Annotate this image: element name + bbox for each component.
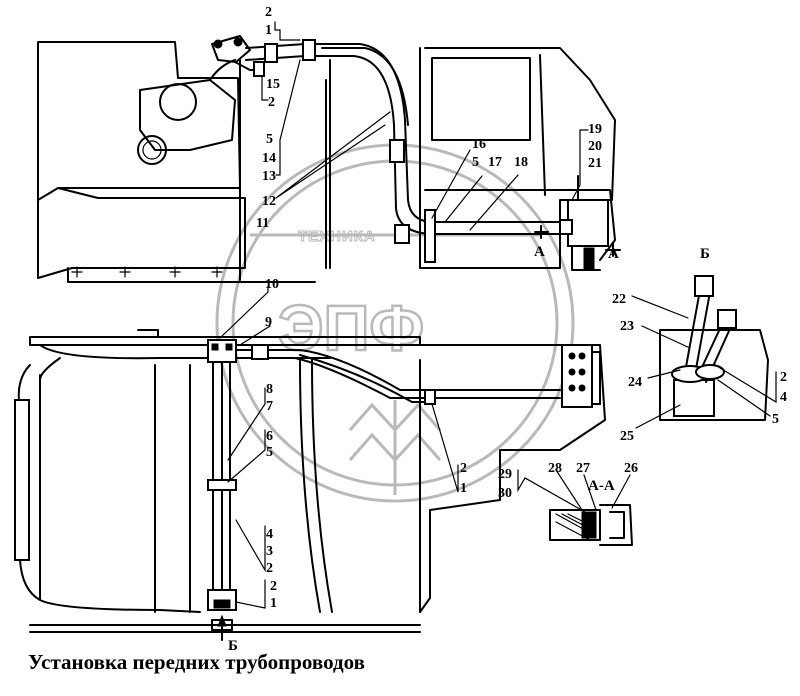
watermark-logo: ЭПФ (278, 292, 424, 364)
callout-right-3: 25 (620, 429, 634, 444)
lower-assembly (14, 329, 606, 633)
callout-labels-upper: 2 1 15 2 5 14 13 12 11 16 5 17 18 19 20 … (256, 5, 602, 231)
callout-right-1: 23 (620, 319, 634, 334)
callout-upper-6: 13 (262, 169, 276, 184)
callout-lower-4: 6 (266, 429, 273, 444)
callout-right-11: 26 (624, 461, 638, 476)
callout-upper-2: 15 (266, 77, 280, 92)
callout-lower-6: 4 (266, 527, 273, 542)
callout-lower-5: 5 (266, 445, 273, 460)
callout-upper-7: 12 (262, 194, 276, 209)
callout-upper-14: 20 (588, 139, 602, 154)
callout-upper-4: 5 (266, 132, 273, 147)
section-title: А-А (588, 478, 615, 494)
callout-upper-11: 17 (488, 155, 502, 170)
callout-upper-12: 18 (514, 155, 528, 170)
view-b-arrow-mark: Б (228, 638, 238, 654)
callout-right-6: 5 (772, 412, 779, 427)
callout-lower-12: 1 (460, 481, 467, 496)
callout-lower-10: 1 (270, 596, 277, 611)
callout-right-5: 4 (780, 390, 787, 405)
callout-upper-0: 2 (265, 5, 272, 20)
section-a-a-detail (549, 504, 633, 546)
callout-right-7: 29 (498, 467, 512, 482)
callout-lower-2: 8 (266, 382, 273, 397)
callout-right-8: 30 (498, 486, 512, 501)
callout-labels-lower: 10 9 8 7 6 5 4 3 2 2 1 2 1 (265, 277, 467, 611)
callout-right-9: 28 (548, 461, 562, 476)
callout-lower-9: 2 (270, 579, 277, 594)
callout-right-4: 2 (780, 370, 787, 385)
callout-upper-5: 14 (262, 151, 276, 166)
callout-upper-10: 5 (472, 155, 479, 170)
view-labels: А А А-А Б Б (228, 244, 710, 654)
drawing-caption: Установка передних трубопроводов (28, 650, 365, 674)
section-mark-right: А (608, 246, 619, 262)
callout-upper-3: 2 (268, 95, 275, 110)
view-b-detail (659, 275, 769, 421)
callout-right-2: 24 (628, 375, 642, 390)
upper-assembly (37, 35, 621, 283)
callout-lower-7: 3 (266, 544, 273, 559)
callout-upper-8: 11 (256, 216, 269, 231)
callout-lower-3: 7 (266, 399, 273, 414)
watermark-text: ТЕХНИКА (298, 228, 376, 245)
callout-right-10: 27 (576, 461, 590, 476)
callout-lower-1: 9 (265, 315, 272, 330)
callout-lower-11: 2 (460, 461, 467, 476)
leader-lines (217, 21, 777, 641)
callout-lower-8: 2 (266, 561, 273, 576)
view-b-title: Б (700, 246, 710, 262)
callout-upper-1: 1 (265, 23, 272, 38)
callout-right-0: 22 (612, 292, 626, 307)
callout-labels-right: 22 23 24 25 2 4 5 29 30 28 27 26 (498, 292, 787, 501)
callout-upper-9: 16 (472, 137, 486, 152)
section-mark-left: А (534, 244, 545, 260)
callout-lower-0: 10 (265, 277, 279, 292)
callout-upper-15: 21 (588, 156, 602, 171)
callout-upper-13: 19 (588, 122, 602, 137)
